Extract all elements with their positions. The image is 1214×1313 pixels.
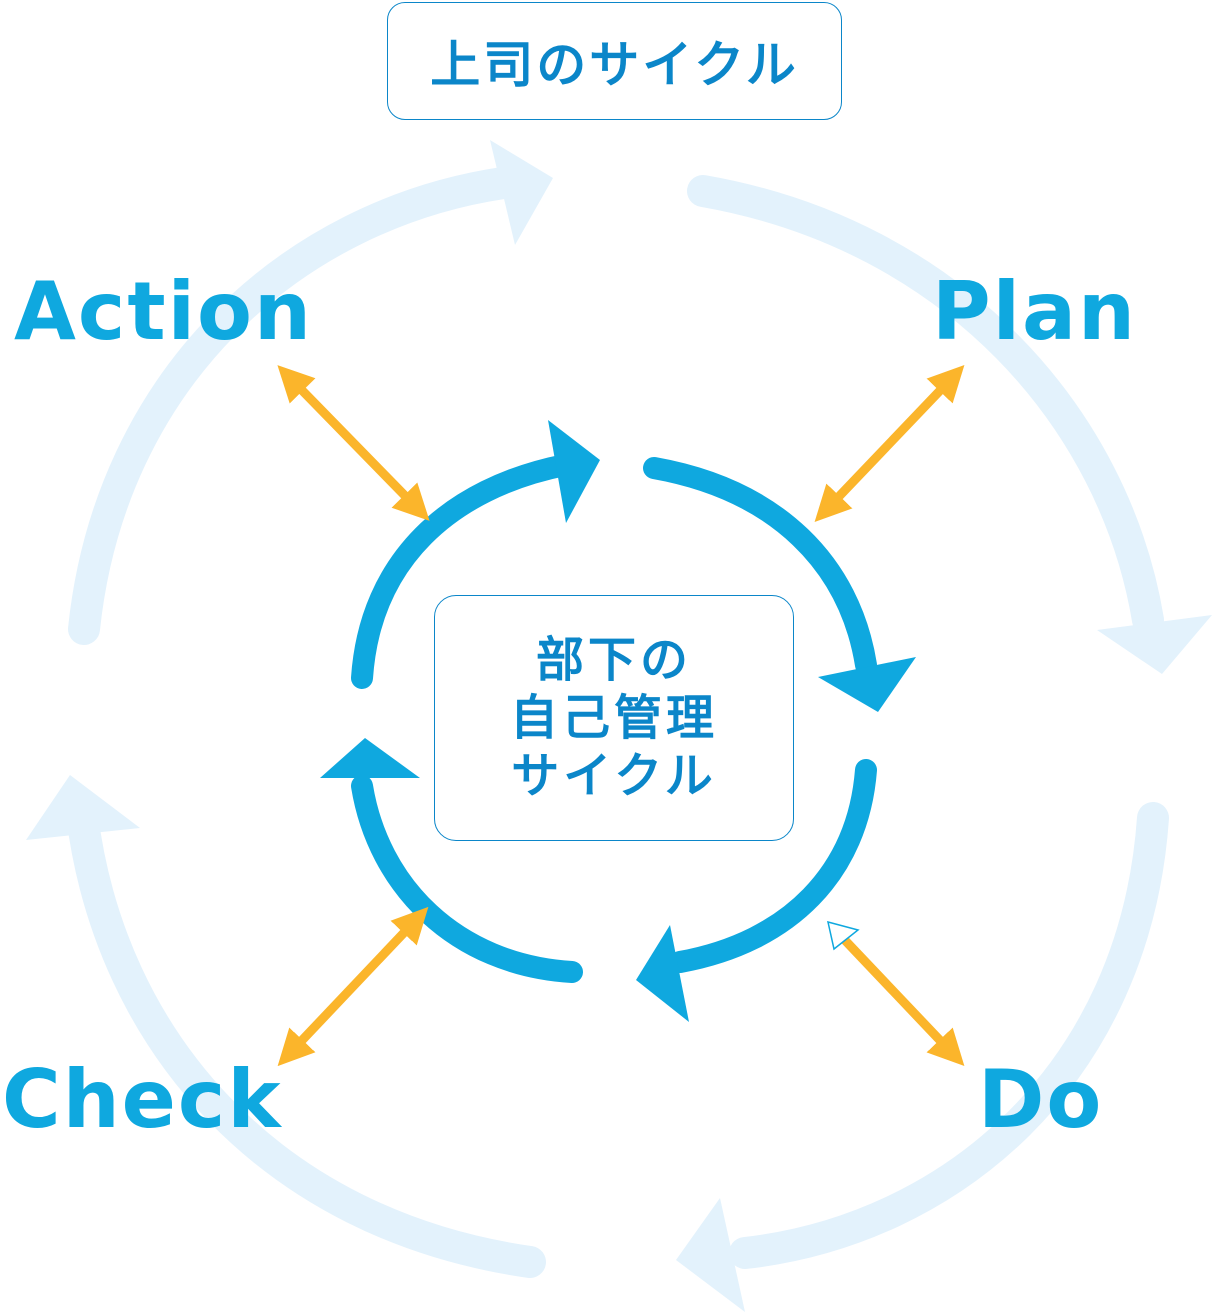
connector-do-outline-head [826,920,860,951]
boss-cycle-title-box: 上司のサイクル [387,2,842,120]
inner-arc-top [351,454,576,689]
inner-arc-bottom-left [351,775,583,983]
boss-cycle-title: 上司のサイクル [430,36,799,94]
connector-plan [814,364,965,523]
inner-cycle-arrowheads [320,420,916,1022]
subordinate-cycle-title-line-3: サイクル [511,748,717,804]
phase-label-plan: Plan [932,265,1137,358]
connector-do [836,931,965,1067]
outer-arrowhead-right [1097,615,1212,674]
outer-cycle-ring [66,167,1169,1278]
connectors [277,364,965,1067]
phase-label-action: Action [14,265,313,358]
outer-arc-top-left [68,167,519,645]
outer-arc-bottom-left [66,799,546,1278]
subordinate-cycle-title-box: 部下の 自己管理 サイクル [434,595,794,841]
outer-cycle-arrowheads [26,140,1212,1312]
inner-arrowhead-right [818,657,916,712]
inner-arc-right [643,457,877,676]
connector-action [277,365,430,521]
outer-arc-top-right [687,175,1164,636]
inner-arrowhead-top [548,420,600,523]
inner-arrowhead-bottom [636,925,689,1022]
subordinate-cycle-title-line-1: 部下の [535,632,692,688]
inner-cycle-ring [351,454,877,983]
inner-arc-bottom-right [669,759,877,973]
outer-arrowhead-top [490,140,553,245]
phase-label-do: Do [978,1053,1104,1146]
inner-arrowhead-left [320,738,420,778]
outer-arrowhead-bottom [676,1198,745,1312]
outer-arc-bottom-right [729,802,1169,1269]
outer-arrowhead-left [26,775,140,840]
subordinate-cycle-title-line-2: 自己管理 [509,690,718,746]
connector-check [277,906,429,1067]
phase-label-check: Check [2,1053,283,1146]
